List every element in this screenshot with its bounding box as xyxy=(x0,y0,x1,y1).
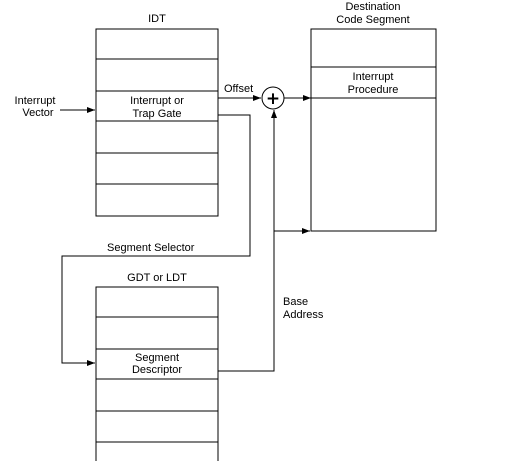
offset-label: Offset xyxy=(224,83,253,95)
destination-title-line1: Destination xyxy=(345,1,400,13)
offset-path: Offset xyxy=(218,83,261,101)
segment-selector-path: Segment Selector xyxy=(61,114,251,366)
idt-table: IDT Interrupt or Trap Gate xyxy=(95,13,219,217)
procedure-label-line2: Procedure xyxy=(348,84,399,96)
destination-code-segment: Destination Code Segment Interrupt Proce… xyxy=(310,1,437,232)
idt-frame xyxy=(95,28,219,217)
gdt-frame xyxy=(95,286,219,461)
idt-gate-label-line2: Trap Gate xyxy=(132,108,181,120)
idt-title: IDT xyxy=(148,13,166,25)
segment-selector-label: Segment Selector xyxy=(107,242,195,254)
base-address-path: Base Address xyxy=(218,110,324,372)
idt-gate-label-line1: Interrupt or xyxy=(130,95,184,107)
interrupt-vector-label-line1: Interrupt xyxy=(15,95,56,107)
base-address-label-line1: Base xyxy=(283,296,308,308)
destination-title-line2: Code Segment xyxy=(336,14,409,26)
gdt-title: GDT or LDT xyxy=(127,272,187,284)
procedure-label-line1: Interrupt xyxy=(353,71,394,83)
gdt-descriptor-label-line2: Descriptor xyxy=(132,364,182,376)
destination-frame xyxy=(310,28,437,232)
interrupt-vector: Interrupt Vector xyxy=(15,95,95,119)
base-address-arrow xyxy=(218,110,277,372)
base-address-label-line2: Address xyxy=(283,309,324,321)
gdt-descriptor-label-line1: Segment xyxy=(135,352,179,364)
adder: + xyxy=(261,86,311,110)
gdt-ldt-table: GDT or LDT Segment Descriptor xyxy=(95,272,219,461)
interrupt-vector-label-line2: Vector xyxy=(22,107,54,119)
segment-selector-arrow xyxy=(61,114,251,366)
adder-plus-icon: + xyxy=(266,89,280,109)
